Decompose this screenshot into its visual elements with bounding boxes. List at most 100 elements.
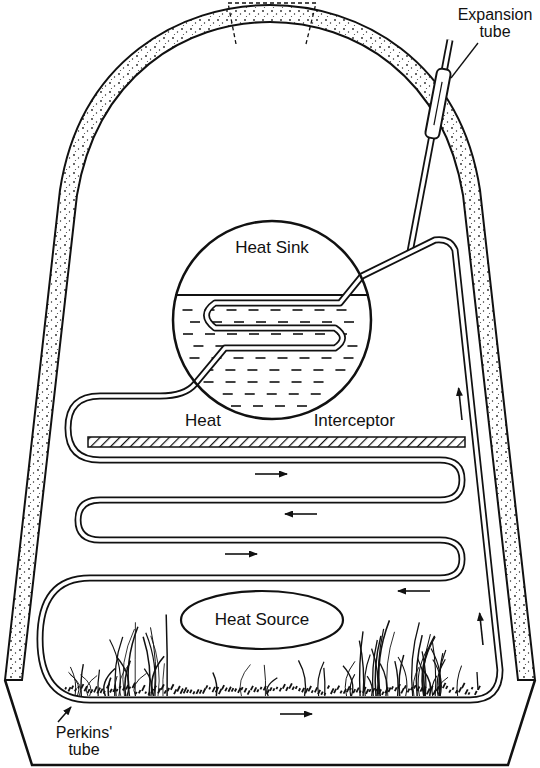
fuel-bed [142, 685, 145, 691]
fuel-bed [315, 687, 317, 692]
fuel-bed [302, 688, 304, 692]
node-label: Heat Interceptor [185, 411, 395, 431]
liquid-dash [300, 357, 310, 359]
fuel-bed [123, 687, 125, 690]
liquid-dash [315, 309, 325, 311]
liquid-dash [271, 333, 281, 335]
liquid-dash [234, 321, 244, 323]
fuel-bed [203, 688, 206, 693]
fuel-bed [427, 689, 430, 695]
flame-stroke [134, 673, 147, 696]
fuel-bed [190, 690, 192, 693]
fuel-bed [158, 688, 161, 693]
flame-stroke [123, 629, 135, 696]
fuel-bed [254, 687, 256, 692]
fuel-bed [305, 688, 308, 693]
flame-stroke [166, 615, 167, 696]
liquid-dash [190, 357, 200, 359]
fuel-bed [110, 689, 112, 693]
liquid-dash [291, 369, 301, 371]
fuel-bed [120, 686, 121, 688]
flow-arrow [280, 713, 312, 715]
fuel-bed [372, 688, 374, 692]
flame-stroke [399, 655, 404, 696]
fuel-bed [104, 691, 105, 694]
flame-stroke [439, 650, 446, 696]
fuel-bed [126, 685, 128, 690]
fuel-bed [420, 687, 422, 691]
liquid-dash [344, 357, 354, 359]
flame-stroke [395, 661, 398, 696]
fuel-bed [369, 689, 370, 692]
fuel-bed [187, 690, 189, 693]
liquid-surface [175, 294, 369, 296]
liquid-dash [267, 393, 277, 395]
flow-arrow [398, 590, 430, 592]
fuel-bed [75, 688, 76, 691]
fuel-bed [414, 685, 416, 688]
fuel-bed [241, 687, 243, 690]
dash-line [228, 2, 316, 3]
flame-stroke [433, 660, 442, 696]
fuel-bed [139, 690, 141, 693]
fuel-bed [174, 689, 176, 694]
liquid-dash [335, 369, 345, 371]
fuel-bed [168, 688, 170, 691]
liquid-dash [249, 309, 259, 311]
liquid-dash [249, 333, 259, 335]
fuel-bed [385, 687, 388, 693]
fuel-bed [180, 688, 183, 693]
fuel-bed [238, 688, 241, 693]
liquid-dash [311, 393, 321, 395]
fuel-bed [408, 689, 410, 693]
fuel-bed [129, 687, 130, 689]
liquid-dash [193, 345, 203, 347]
fuel-bed [356, 688, 358, 693]
fuel-bed [264, 686, 266, 691]
flow-arrow [480, 613, 483, 645]
liquid-dash [271, 309, 281, 311]
liquid-dash [226, 381, 236, 383]
flame-stroke [416, 635, 422, 696]
fuel-bed [100, 689, 102, 693]
fuel-bed [456, 690, 458, 693]
flame-stroke [375, 636, 381, 696]
leader-line [451, 43, 478, 78]
fuel-bed [465, 689, 468, 694]
fuel-bed [388, 688, 390, 692]
fuel-bed [283, 684, 285, 689]
liquid-dash [245, 393, 255, 395]
flame-stroke [367, 676, 372, 696]
fuel-bed [308, 686, 311, 691]
expansion-tube-pipe [410, 40, 451, 252]
fuel-bed [468, 692, 469, 694]
fuel-bed [225, 688, 227, 692]
fuel-bed [219, 689, 222, 694]
fuel-bed [401, 688, 404, 693]
fuel-bed [267, 690, 269, 695]
fuel-bed [440, 685, 442, 688]
liquid-dash [289, 393, 299, 395]
fuel-bed [350, 688, 351, 690]
liquid-dash [292, 381, 302, 383]
fuel-bed [296, 686, 297, 689]
dash-line [228, 3, 236, 44]
fuel-bed [382, 692, 384, 695]
fuel-bed [292, 687, 294, 690]
flame-stroke [81, 664, 83, 696]
liquid-dash [227, 333, 237, 335]
fuel-bed [136, 692, 137, 694]
fuel-bed [299, 688, 300, 691]
dash-line [306, 3, 316, 44]
flame-stroke [360, 631, 363, 696]
liquid-dash [344, 321, 354, 323]
tube-outline [40, 240, 500, 700]
fuel-bed [209, 687, 210, 689]
fuel-bed [206, 685, 207, 688]
fuel-bed [88, 689, 90, 693]
source-outline [181, 591, 343, 649]
fuel-bed [145, 692, 146, 694]
node-label: Heat Sink [235, 238, 309, 258]
heat-sink-circle: Heat Sink [172, 220, 372, 420]
